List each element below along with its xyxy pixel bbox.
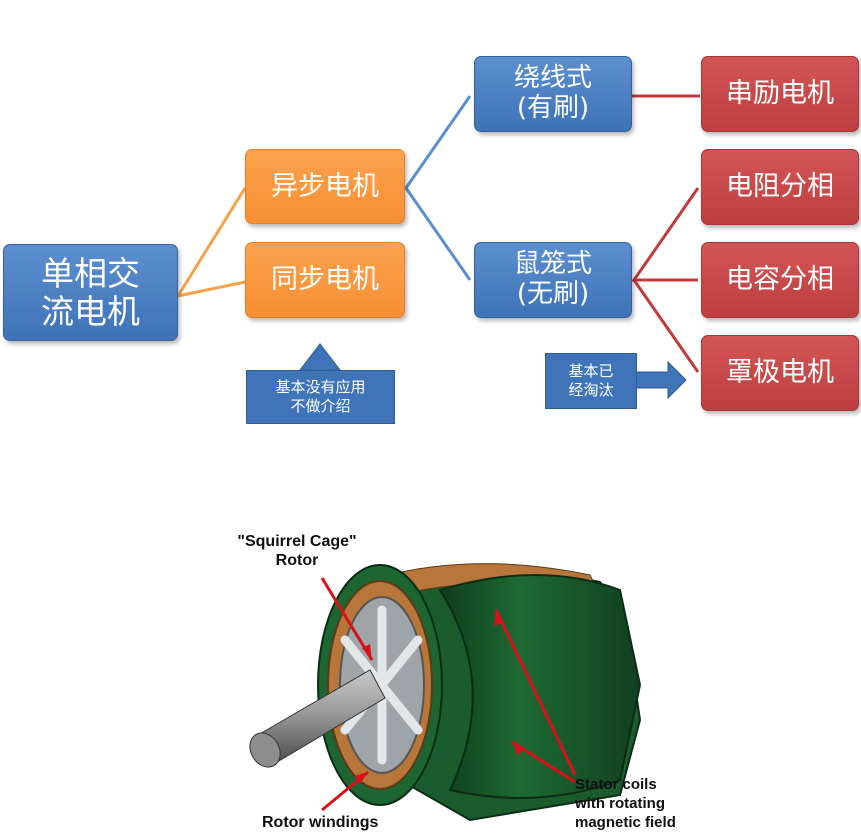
node-shaded-pole: 罩极电机 — [701, 335, 859, 411]
note-sync-unused: 基本没有应用 不做介绍 — [246, 370, 395, 424]
label-squirrel-cage-rotor: "Squirrel Cage" Rotor — [237, 533, 357, 570]
line-root-sync — [177, 280, 246, 298]
motor-illustration — [249, 563, 642, 822]
stator-coil-body — [438, 574, 642, 799]
arrow-right-icon — [635, 360, 687, 400]
line-async-children — [404, 95, 472, 281]
line-root-async — [176, 187, 247, 297]
node-async-motor: 异步电机 — [245, 149, 405, 224]
node-squirrel-cage: 鼠笼式 (无刷) — [474, 242, 632, 318]
node-root: 单相交 流电机 — [3, 244, 178, 341]
node-wound-rotor: 绕线式 (有刷) — [474, 56, 632, 132]
line-squirrel-lower — [632, 279, 700, 373]
node-capacitor-split: 电容分相 — [701, 242, 859, 318]
line-squirrel-upper — [631, 187, 700, 282]
connector-lines — [176, 94, 700, 400]
shaft-end — [249, 732, 281, 768]
note-obsolete: 基本已 经淘汰 — [545, 353, 637, 409]
node-series-motor: 串励电机 — [701, 56, 859, 132]
node-resistor-split: 电阻分相 — [701, 149, 859, 225]
label-rotor-windings: Rotor windings — [262, 814, 379, 831]
node-sync-motor: 同步电机 — [245, 242, 405, 318]
label-stator-coils: Stator coils with rotating magnetic fiel… — [575, 776, 676, 831]
pointer-arrowheads — [354, 610, 524, 784]
